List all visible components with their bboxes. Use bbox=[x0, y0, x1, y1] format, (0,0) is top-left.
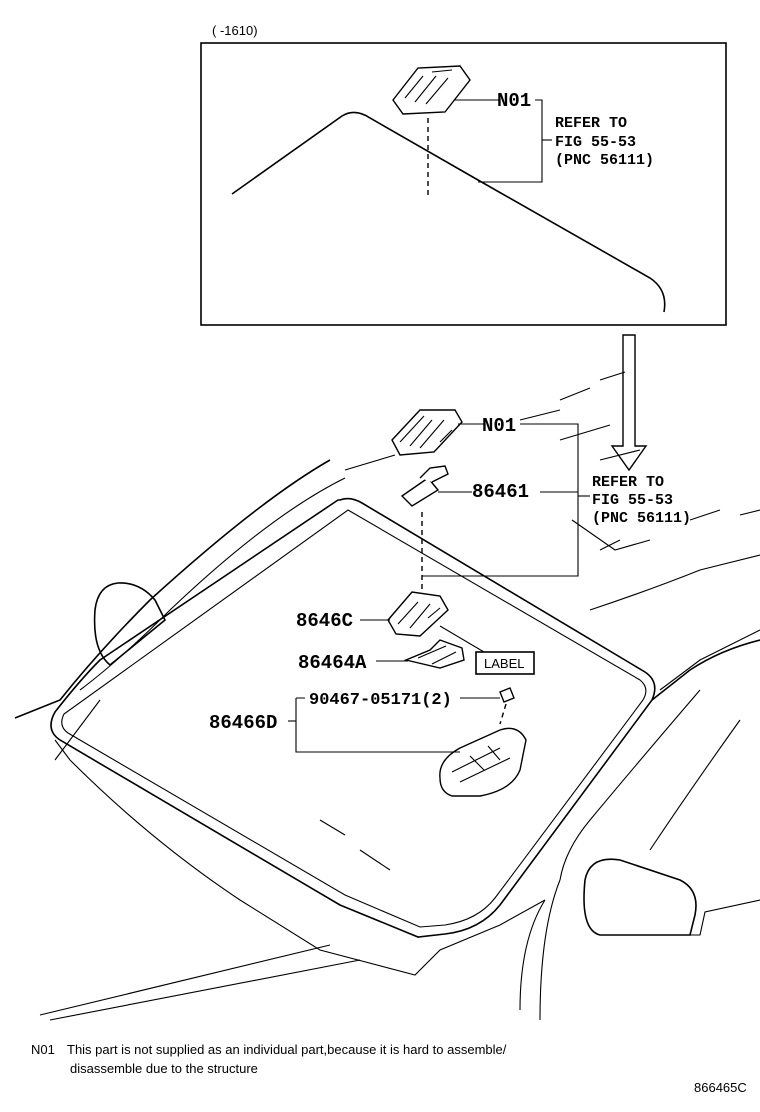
inset-callout-n01: N01 bbox=[497, 90, 531, 112]
part-86466d bbox=[439, 727, 527, 797]
callout-86461: 86461 bbox=[472, 481, 529, 503]
car-body-outline bbox=[14, 371, 760, 1021]
callout-n01: N01 bbox=[482, 415, 516, 437]
figure-id: 866465C bbox=[694, 1080, 747, 1095]
label-box-text: LABEL bbox=[484, 656, 524, 671]
windshield-outer bbox=[50, 497, 656, 938]
refer-line3: (PNC 56111) bbox=[592, 510, 691, 527]
leader-label bbox=[439, 625, 485, 653]
inset-bracket bbox=[478, 99, 543, 183]
down-arrow bbox=[610, 334, 648, 472]
part-8646c bbox=[387, 591, 449, 637]
part-86461 bbox=[400, 465, 449, 507]
windshield-inner bbox=[61, 509, 647, 928]
bracket-86466d bbox=[295, 697, 460, 753]
inset-refer-line2: FIG 55-53 bbox=[555, 134, 636, 151]
side-mirror-left bbox=[93, 582, 167, 667]
side-mirror-right bbox=[583, 858, 697, 936]
callout-8646c: 8646C bbox=[296, 610, 353, 632]
part-bolt bbox=[499, 687, 515, 703]
bracket-main bbox=[422, 423, 579, 577]
bolt-dash-line bbox=[499, 703, 507, 725]
footnote-line2: disassemble due to the structure bbox=[70, 1061, 258, 1076]
callout-86464a: 86464A bbox=[298, 652, 367, 674]
callout-86466d: 86466D bbox=[209, 712, 277, 734]
inset-part-n01 bbox=[392, 65, 471, 115]
inset-refer-line1: REFER TO bbox=[555, 115, 627, 132]
refer-line1: REFER TO bbox=[592, 474, 664, 491]
part-n01 bbox=[391, 409, 463, 456]
refer-line2: FIG 55-53 bbox=[592, 492, 673, 509]
part-86464a bbox=[403, 639, 465, 669]
footnote-code: N01 bbox=[31, 1042, 55, 1057]
label-box bbox=[475, 651, 535, 675]
callout-bolt: 90467-05171(2) bbox=[309, 691, 452, 710]
inset-roof-line bbox=[231, 111, 666, 313]
inset-refer-line3: (PNC 56111) bbox=[555, 152, 654, 169]
footnote-line1: This part is not supplied as an individu… bbox=[67, 1042, 507, 1057]
inset-frame bbox=[200, 42, 727, 326]
inset-date-range: ( -1610) bbox=[212, 23, 258, 38]
